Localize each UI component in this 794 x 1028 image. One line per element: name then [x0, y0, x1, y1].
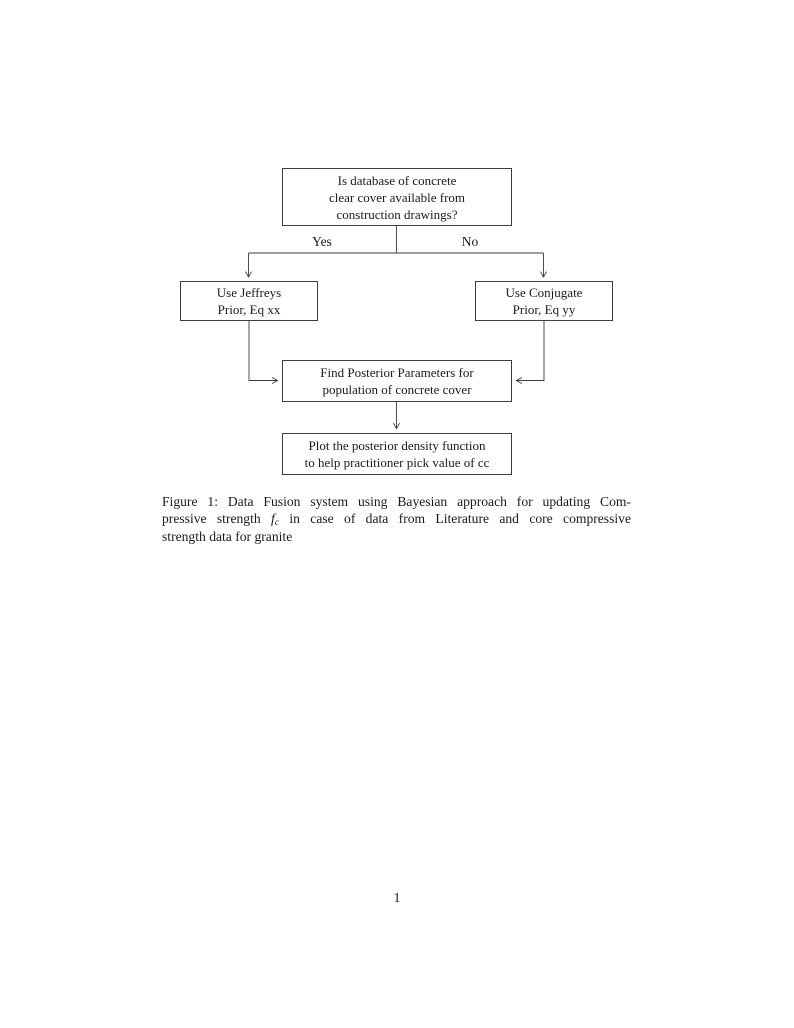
caption-text: in case of data from Literature and core… — [279, 511, 631, 527]
figure-caption-line-1: Figure 1: Data Fusion system using Bayes… — [162, 493, 631, 510]
node-line: Prior, Eq yy — [512, 302, 576, 317]
flowchart-node-conjugate-prior: Use Conjugate Prior, Eq yy — [475, 281, 613, 321]
math-symbol-fc: f — [271, 511, 275, 527]
figure-caption-line-2: pressive strength fc in case of data fro… — [162, 510, 631, 529]
node-line: Find Posterior Parameters for — [320, 365, 474, 380]
flowchart-connectors — [245, 226, 547, 430]
math-subscript-c: c — [274, 518, 280, 529]
page-number: 1 — [393, 890, 401, 905]
node-line: to help practitioner pick value of cc — [304, 455, 490, 470]
node-line: clear cover available from — [328, 189, 466, 205]
connector-conjugate-to-posterior — [515, 321, 545, 384]
node-line: construction drawings? — [336, 206, 458, 222]
flowchart-node-question: Is database of concrete clear cover avai… — [282, 168, 512, 226]
node-line: Use Jeffreys — [216, 285, 282, 300]
node-line: Is database of concrete — [337, 172, 457, 188]
flowchart-node-jeffreys-prior: Use Jeffreys Prior, Eq xx — [180, 281, 318, 321]
flowchart-node-posterior-parameters: Find Posterior Parameters for population… — [282, 360, 512, 402]
edge-label-no: No — [461, 234, 479, 249]
figure-caption-line-3: strength data for granite — [162, 528, 293, 544]
node-line: Use Conjugate — [505, 285, 583, 300]
figure-caption: Figure 1: Data Fusion system using Bayes… — [162, 493, 631, 545]
caption-text: Figure 1: Data Fusion system using Bayes… — [162, 494, 631, 509]
connector-jeffreys-to-posterior — [248, 321, 279, 384]
node-line: Plot the posterior density function — [308, 438, 486, 453]
edge-label-yes: Yes — [312, 234, 332, 249]
node-line: population of concrete cover — [322, 382, 472, 397]
node-line: Prior, Eq xx — [217, 302, 281, 317]
caption-text: pressive strength — [162, 511, 272, 527]
flowchart-node-plot-density: Plot the posterior density function to h… — [282, 433, 512, 475]
